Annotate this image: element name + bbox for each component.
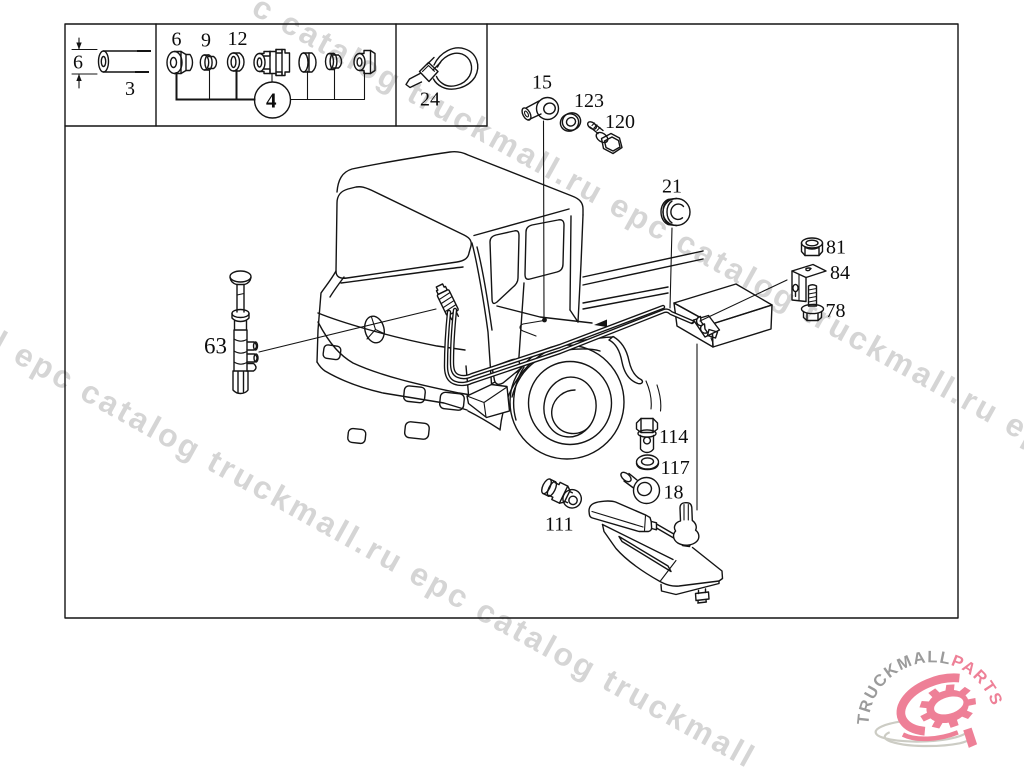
label-part-9: 9 [201,30,211,52]
callout-63: 63 [204,334,227,359]
truck-illustration [316,150,773,460]
logo-swoosh [896,673,960,736]
diagram-canvas: 6 3 6 9 12 4 24 15 123 120 21 81 84 78 6… [64,23,1005,748]
fitting-sleeve [298,52,317,73]
fitting-ferrule-2 [324,52,343,71]
frame-borders [64,23,959,619]
callout-81: 81 [826,237,846,259]
part-114-bolt [635,417,659,454]
callout-78: 78 [826,300,846,322]
pump-assembly [588,500,724,604]
leader-lines [258,120,788,511]
label-part-24: 24 [420,89,440,111]
part-15-banjo [521,96,560,121]
logo-gear-key [963,727,978,748]
label-part-6: 6 [172,29,182,51]
callout-labels: 6 3 6 9 12 4 24 15 123 120 21 81 84 78 6… [73,28,850,536]
legend-box-tube [71,37,151,89]
label-group-4: 4 [266,89,277,113]
pipe-clamp [691,314,721,344]
callout-84: 84 [830,262,850,284]
part-120-bolt [587,121,623,155]
fitting-ring-12 [226,52,245,72]
part-21-grommet [660,197,691,227]
part-117-washer [635,454,660,471]
fitting-nut-right [353,49,376,75]
fitting-ferrule-9 [199,54,218,71]
fitting-nut-6 [166,50,194,75]
mercedes-star [364,315,386,344]
logo-swoosh-2 [901,730,959,742]
callout-123: 123 [574,90,604,112]
part-81-nut [800,237,824,257]
callout-21: 21 [662,176,682,198]
label-part-3: 3 [125,78,135,100]
fitting-union [253,48,291,77]
part-84-bracket [791,263,827,303]
callout-15: 15 [532,72,552,94]
callout-120: 120 [605,111,635,133]
fuel-pipes [443,304,695,387]
legend-box-fittings [166,48,376,119]
legend-box-clamp [405,47,479,90]
rear-wheel [499,335,662,460]
callout-114: 114 [659,426,688,448]
label-dim-6: 6 [73,52,83,74]
callout-111: 111 [545,514,574,536]
part-78-bolt [800,284,825,322]
callout-117: 117 [661,457,690,479]
part-18-banjo [620,471,661,505]
part-111-fitting [541,478,583,509]
logo-gear [919,684,977,729]
part-123-washer [559,112,582,132]
part-63-pump [229,270,259,395]
callout-18: 18 [664,482,684,504]
brand-logo: TRUCKMALLPARTS [853,647,1005,748]
label-part-12: 12 [228,28,248,50]
